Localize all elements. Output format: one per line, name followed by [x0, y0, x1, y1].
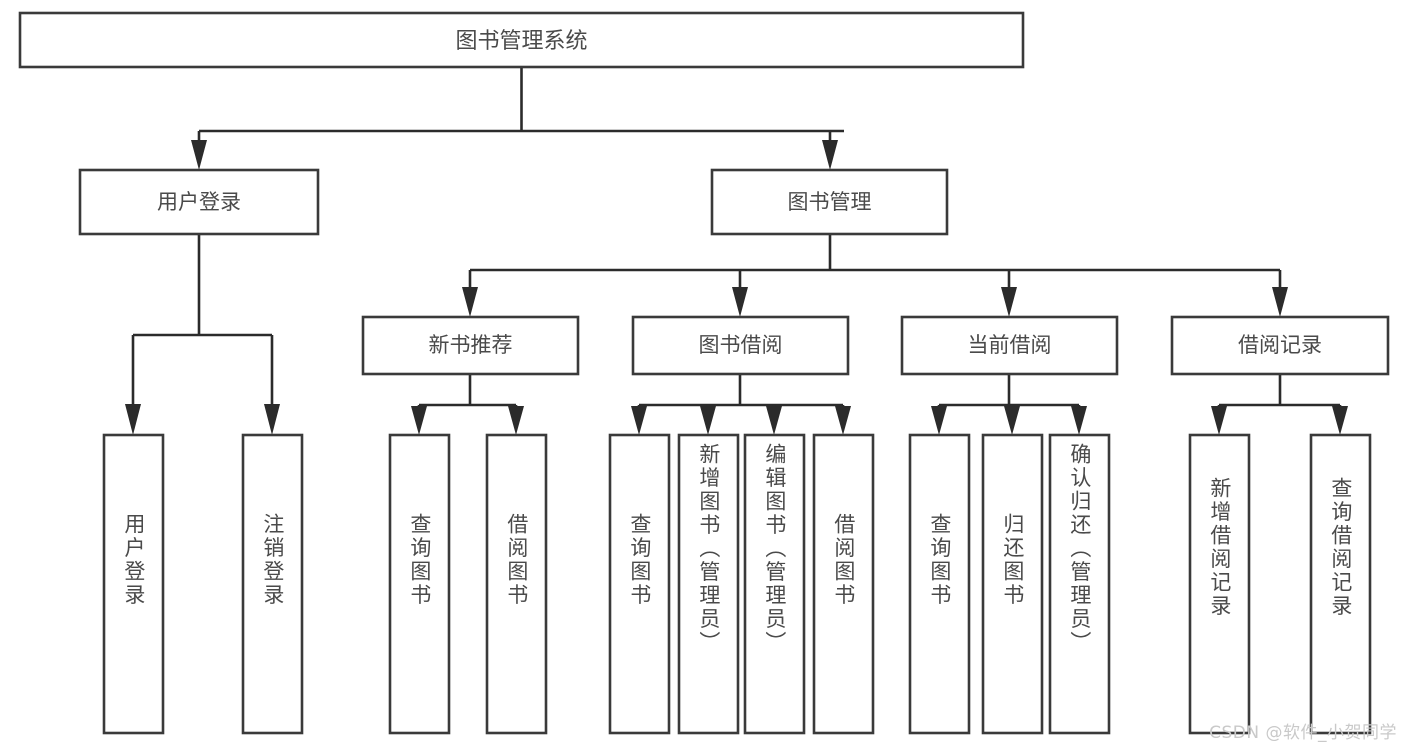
leaf-box-query-book-2[interactable] [608, 433, 671, 735]
connector-group-root [191, 67, 844, 170]
node-book-borrow-label: 图书借阅 [699, 333, 783, 357]
arrow-to-leaf-query-record-icon [1332, 406, 1348, 435]
leaf-box-query-book-1[interactable] [388, 433, 451, 735]
node-book-manage-label: 图书管理 [788, 190, 872, 214]
arrow-to-book-borrow-icon [732, 287, 748, 317]
node-borrow-record[interactable]: 借阅记录 [1170, 315, 1390, 376]
node-current-borrow[interactable]: 当前借阅 [900, 315, 1119, 376]
leaf-box-add-record[interactable] [1188, 433, 1251, 735]
node-book-borrow-box[interactable] [631, 315, 850, 376]
node-current-borrow-box[interactable] [900, 315, 1119, 376]
arrow-to-new-book-rec-icon [462, 287, 478, 317]
connector-group-borrow-record [1211, 374, 1348, 435]
leaf-box-return-book[interactable] [981, 433, 1044, 735]
leaf-box-user-logout[interactable] [241, 433, 304, 735]
arrow-to-leaf-confirm-return-icon [1071, 406, 1087, 435]
leaf-box-edit-book[interactable] [743, 433, 806, 735]
arrow-to-borrow-record-icon [1272, 287, 1288, 317]
arrow-to-leaf-user-login-icon [125, 404, 141, 435]
node-new-book-rec-label: 新书推荐 [429, 333, 513, 357]
node-borrow-record-label: 借阅记录 [1238, 333, 1322, 357]
connector-group-new-book-rec [411, 374, 524, 435]
node-user-login-box[interactable] [78, 168, 320, 236]
node-root-box[interactable] [18, 11, 1025, 69]
node-book-manage-box[interactable] [710, 168, 949, 236]
arrow-to-leaf-user-logout-icon [264, 404, 280, 435]
arrow-to-leaf-edit-book-icon [766, 406, 782, 435]
node-borrow-record-box[interactable] [1170, 315, 1390, 376]
node-current-borrow-label: 当前借阅 [968, 333, 1052, 357]
node-new-book-rec[interactable]: 新书推荐 [361, 315, 580, 376]
connector-group-book-manage [462, 234, 1288, 317]
connector-group-user-login [125, 234, 280, 435]
arrow-to-leaf-return-book-icon [1004, 406, 1020, 435]
leaf-box-borrow-book-2[interactable] [812, 433, 875, 735]
arrow-to-leaf-borrow-book-2-icon [835, 406, 851, 435]
arrow-to-leaf-query-book-1-icon [411, 406, 427, 435]
leaf-box-query-book-3[interactable] [908, 433, 971, 735]
arrow-to-leaf-add-record-icon [1211, 406, 1227, 435]
arrow-to-leaf-add-book-icon [700, 406, 716, 435]
node-new-book-rec-box[interactable] [361, 315, 580, 376]
node-book-manage[interactable]: 图书管理 [710, 168, 949, 236]
arrow-to-current-borrow-icon [1001, 287, 1017, 317]
node-book-borrow[interactable]: 图书借阅 [631, 315, 850, 376]
leaf-box-query-record[interactable] [1309, 433, 1372, 735]
node-user-login-label: 用户登录 [157, 190, 241, 214]
arrow-to-leaf-borrow-book-1-icon [508, 406, 524, 435]
leaf-box-add-book[interactable] [677, 433, 740, 735]
leaf-box-user-login[interactable] [102, 433, 165, 735]
arrow-to-leaf-query-book-3-icon [931, 406, 947, 435]
node-user-login[interactable]: 用户登录 [78, 168, 320, 236]
leaf-box-confirm-return[interactable] [1048, 433, 1111, 735]
node-root[interactable]: 图书管理系统 [18, 11, 1025, 69]
arrow-root-to-user-login-icon [191, 140, 207, 170]
connector-group-current-borrow [931, 374, 1087, 435]
node-root-label: 图书管理系统 [455, 29, 587, 54]
arrow-root-to-book-manage-icon [822, 140, 838, 170]
arrow-to-leaf-query-book-2-icon [631, 406, 647, 435]
connector-group-book-borrow [631, 374, 851, 435]
leaf-box-borrow-book-1[interactable] [485, 433, 548, 735]
